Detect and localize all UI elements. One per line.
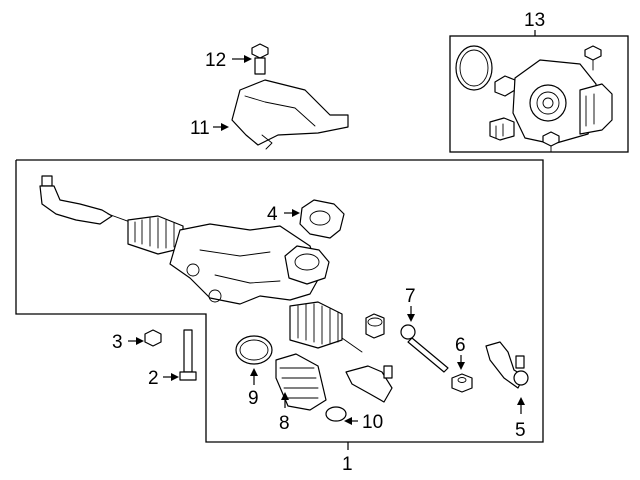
callout-5: 5 xyxy=(515,420,526,441)
motor-13 xyxy=(512,59,613,145)
screw-13b xyxy=(542,131,560,153)
clamp-10 xyxy=(325,406,347,422)
assembly-frame xyxy=(15,159,544,443)
nut-6 xyxy=(451,373,473,393)
connector-13 xyxy=(489,117,515,141)
bolt-12 xyxy=(251,43,269,75)
callout-7: 7 xyxy=(405,286,416,307)
callout-1: 1 xyxy=(342,454,353,475)
mount-bushing xyxy=(365,313,385,339)
boot-8 xyxy=(275,353,327,411)
tie-rod-end-5 xyxy=(485,341,529,389)
callout-4: 4 xyxy=(267,204,278,225)
screw-13a xyxy=(584,45,602,71)
callout-11: 11 xyxy=(190,118,210,139)
callout-8: 8 xyxy=(279,413,290,434)
callout-2: 2 xyxy=(148,368,159,389)
bushing-4 xyxy=(299,199,345,239)
callout-9: 9 xyxy=(248,388,259,409)
callout-3: 3 xyxy=(112,332,123,353)
seal-ring-13 xyxy=(455,45,493,91)
callout-leaders xyxy=(128,55,525,425)
clip-13 xyxy=(494,75,516,97)
callout-13: 13 xyxy=(524,10,545,31)
bolt-2 xyxy=(179,329,197,381)
callout-12: 12 xyxy=(205,50,226,71)
tie-rod-end-on-rack xyxy=(345,365,393,403)
callout-10: 10 xyxy=(362,412,383,433)
heat-shield-11 xyxy=(231,79,349,150)
nut-3 xyxy=(144,329,162,347)
clamp-9 xyxy=(235,335,273,365)
callout-6: 6 xyxy=(455,335,466,356)
motor-frame xyxy=(449,35,629,153)
inner-tie-rod-7 xyxy=(400,324,449,373)
rack-assembly xyxy=(39,175,363,353)
